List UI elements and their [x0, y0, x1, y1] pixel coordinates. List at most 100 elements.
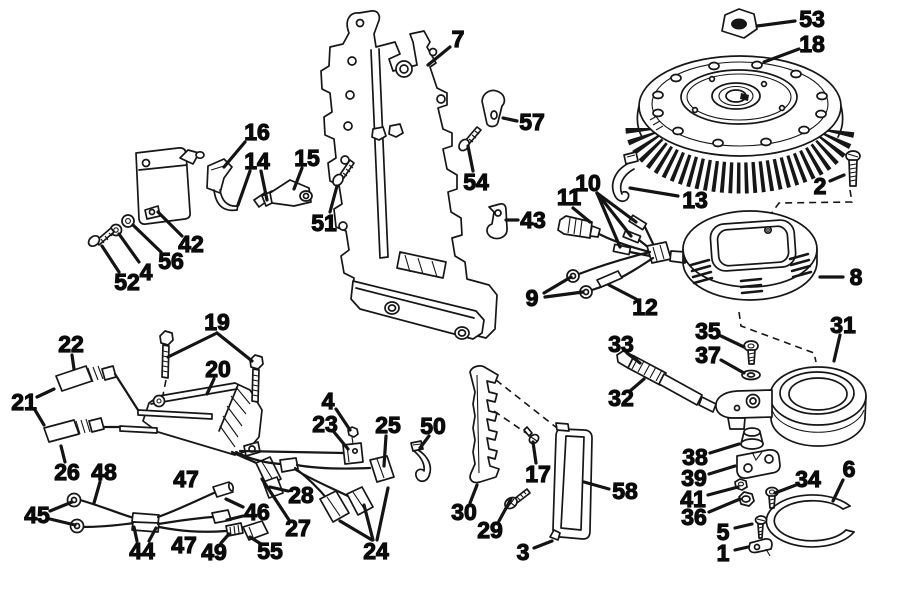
callout-2: 2 [814, 173, 827, 199]
callout-13: 13 [682, 187, 708, 213]
leader-line-3 [532, 539, 554, 550]
cable-tie-13 [611, 151, 639, 202]
leader-line-14 [259, 169, 269, 202]
stator-shape [716, 225, 790, 267]
connector-49 [225, 522, 244, 537]
plug-boots-24-27-28-shape [326, 496, 341, 517]
leader-line-26 [59, 444, 67, 464]
trigger-harness-shape [589, 225, 601, 238]
callout-47: 47 [173, 466, 199, 492]
screw-2-shape [847, 153, 859, 158]
trigger-harness-shape [567, 217, 583, 237]
leader-line-10 [595, 191, 638, 224]
boot-24c [369, 455, 395, 483]
retaining-ring-6-shape [765, 494, 855, 548]
clamp-43 [486, 202, 508, 240]
terminal-connector-15-shape [302, 192, 310, 200]
leader-line-45 [48, 500, 74, 513]
clamp-57-shape [490, 110, 498, 120]
coil-hole [141, 158, 151, 168]
callout-28: 28 [288, 482, 314, 508]
mounting-bracket-shape [387, 304, 397, 312]
leader-line-42 [156, 210, 184, 238]
clamp-43-shape [486, 202, 508, 240]
mounting-bracket-shape [355, 287, 475, 319]
leader-line-54 [466, 144, 475, 173]
callout-23: 23 [312, 411, 338, 437]
leader-line-4 [334, 407, 352, 432]
stator-vents [689, 252, 813, 295]
leader-line-53 [755, 19, 797, 28]
flywheel-nut-53 [721, 8, 758, 39]
ignition-coil-shape [195, 150, 205, 160]
mounting-bracket-shape [370, 48, 389, 259]
timer-base-shape [749, 397, 757, 405]
callout-24: 24 [363, 538, 389, 564]
mounting-bracket [320, 10, 498, 340]
plug-boots-24-27-28-shape [294, 468, 352, 499]
cable-tie-13-shape [626, 154, 636, 158]
screw-29-shape [516, 490, 527, 501]
plug-boots-24-27-28-shape [234, 450, 282, 466]
stator-shape [682, 261, 818, 301]
plug-boots-24-27-28-shape [295, 463, 372, 470]
plate-39-shape [764, 454, 774, 464]
boot-24b [346, 486, 374, 516]
callout-42: 42 [178, 231, 204, 257]
leader-line-36 [707, 497, 742, 514]
stator [682, 210, 818, 301]
clamp-23-shape [351, 447, 359, 455]
power-pack-shape [156, 398, 162, 404]
leader-line-28 [268, 485, 290, 493]
coil-hardware-shape [113, 227, 119, 233]
retaining-ring-6-shape [773, 499, 847, 542]
leader-line-44 [132, 525, 139, 543]
cover-58 [549, 422, 593, 541]
callout-25: 25 [375, 412, 401, 438]
alignment-dashed-lines-shape [495, 379, 558, 429]
leader-line-5 [733, 522, 754, 530]
screw-2 [845, 150, 861, 187]
bolt-19-right-shape [252, 374, 259, 397]
screw-34-shape [769, 498, 775, 505]
plate-39-shape [743, 463, 753, 473]
leader-line-46 [224, 497, 245, 509]
callout-11: 11 [557, 184, 582, 210]
connector-26-shape [43, 419, 80, 443]
callout-32: 32 [608, 385, 634, 411]
leader-line-22 [70, 353, 76, 371]
plug-boot-16-shape [206, 158, 233, 194]
leader-line-33 [625, 351, 642, 365]
callout-4: 4 [140, 259, 153, 285]
connector-22 [55, 365, 140, 412]
flywheel-shape [760, 80, 768, 88]
leader-line-2 [828, 173, 846, 183]
trigger-harness-shape [652, 244, 665, 262]
callout-31: 31 [830, 312, 856, 338]
plug-wire-14-shape [219, 189, 239, 207]
ring-terminals-9 [566, 250, 655, 299]
callout-15: 15 [294, 145, 320, 171]
leader-line-13 [628, 186, 680, 198]
bolt-19-left-shape [162, 350, 169, 373]
leader-line-39 [707, 464, 737, 476]
callout-36: 36 [681, 504, 707, 530]
ground-harness-shape [156, 490, 218, 519]
screw-5-shape [756, 518, 766, 522]
mounting-bracket-shape [404, 254, 438, 278]
ring-terminals-9-shape [590, 256, 655, 292]
sensor-32-33-shape [631, 357, 663, 382]
leader-line-35 [719, 334, 746, 349]
grommet-38 [740, 427, 764, 450]
callout-14: 14 [244, 148, 270, 174]
leader-line-21 [35, 387, 56, 399]
leader-line-20 [205, 377, 216, 396]
leader-line-9 [542, 275, 573, 295]
mounting-bracket-shape [338, 221, 348, 231]
plate-39 [736, 449, 781, 479]
callout-33: 33 [608, 331, 634, 357]
ground-harness-shape [80, 521, 136, 529]
callout-12: 12 [632, 294, 658, 320]
plug-boots-24-27-28 [230, 450, 395, 523]
